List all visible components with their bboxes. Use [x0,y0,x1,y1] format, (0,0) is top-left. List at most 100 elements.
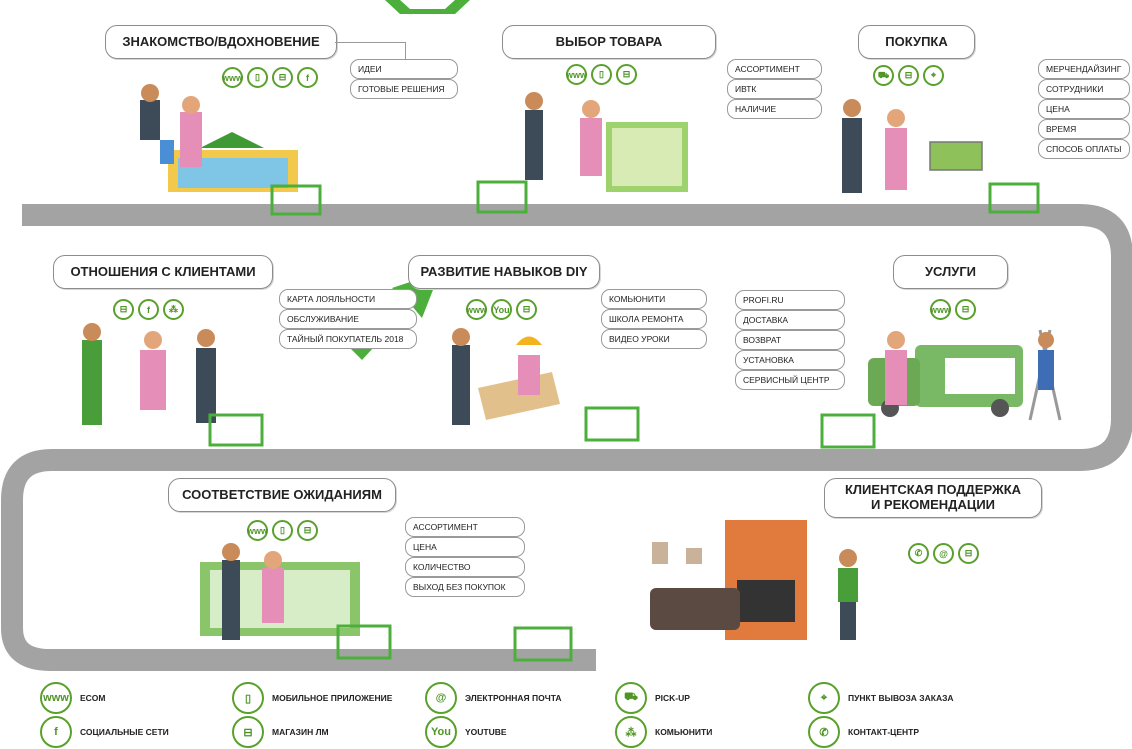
tag-service-center: СЕРВИСНЫЙ ЦЕНТР [735,370,845,390]
legend-label: КОМЬЮНИТИ [655,727,713,737]
legend-item-community: ⁂ КОМЬЮНИТИ [615,716,712,748]
legend-label: МАГАЗИН ЛМ [272,727,329,737]
www-icon: www [930,299,951,320]
stage-title-expectations: СООТВЕТСТВИЕ ОЖИДАНИЯМ [168,478,396,512]
community-icon: ⁂ [163,299,184,320]
www-icon: www [566,64,587,85]
stage2-channel-icons: www ▯ ⊟ [566,64,637,85]
facebook-icon: f [297,67,318,88]
shopping-illustration [842,99,983,193]
tag-assortment: АССОРТИМЕНТ [727,59,822,79]
legend-item-store: ⊟ МАГАЗИН ЛМ [232,716,329,748]
legend-label: МОБИЛЬНОЕ ПРИЛОЖЕНИЕ [272,693,393,703]
pin-icon: ⌖ [808,682,840,714]
tag-loyalty-card: КАРТА ЛОЯЛЬНОСТИ [279,289,417,309]
tag-community: КОМЬЮНИТИ [601,289,707,309]
community-icon: ⁂ [615,716,647,748]
cart-icon: ⊟ [958,543,979,564]
tag-installation: УСТАНОВКА [735,350,845,370]
support-title-line1: КЛИЕНТСКАЯ ПОДДЕРЖКА [844,482,1022,498]
tag-staff: СОТРУДНИКИ [1038,79,1130,99]
mobile-icon: ▯ [272,520,293,541]
cart-icon: ⊟ [616,64,637,85]
tag-merchandising: МЕРЧЕНДАЙЗИНГ [1038,59,1130,79]
legend-item-mobile-app: ▯ МОБИЛЬНОЕ ПРИЛОЖЕНИЕ [232,682,392,714]
cart-icon: ⊟ [113,299,134,320]
tag-mystery-shopper: ТАЙНЫЙ ПОКУПАТЕЛЬ 2018 [279,329,417,349]
legend-label: КОНТАКТ-ЦЕНТР [848,727,920,737]
legend-label: YOUTUBE [465,727,507,737]
legend-item-pickup-point: ⌖ ПУНКТ ВЫВОЗА ЗАКАЗА [808,682,954,714]
support-title-line2: И РЕКОМЕНДАЦИИ [870,497,996,512]
phone-icon: ✆ [908,543,929,564]
tag-ready-solutions: ГОТОВЫЕ РЕШЕНИЯ [350,79,458,99]
tag-assortment-2: АССОРТИМЕНТ [405,517,525,537]
ecom-screens-illustration [200,543,360,640]
www-icon: www [247,520,268,541]
truck-icon: ⛟ [615,682,647,714]
stage-title-diy-skills: РАЗВИТИЕ НАВЫКОВ DIY [408,255,600,289]
www-icon: www [40,682,72,714]
www-icon: www [222,67,243,88]
tag-quantity: КОЛИЧЕСТВО [405,557,525,577]
email-icon: @ [425,682,457,714]
shelves-illustration [525,92,688,192]
cart-icon: ⊟ [232,716,264,748]
facebook-icon: f [138,299,159,320]
cart-icon: ⊟ [272,67,293,88]
cart-icon: ⊟ [297,520,318,541]
road-carts [208,180,1040,662]
legend-label: PICK-UP [655,693,690,703]
stage8-channel-icons: ✆ @ ⊟ [908,543,979,564]
stage4-channel-icons: ⊟ f ⁂ [113,299,184,320]
tag-payment-method: СПОСОБ ОПЛАТЫ [1038,139,1130,159]
tag-time: ВРЕМЯ [1038,119,1130,139]
legend-item-youtube: You YOUTUBE [425,716,507,748]
tag-service: ОБСЛУЖИВАНИЕ [279,309,417,329]
tag-ivtk: ИВТК [727,79,822,99]
youtube-icon: You [491,299,512,320]
tag-ideas: ИДЕИ [350,59,458,79]
stage-title-services: УСЛУГИ [893,255,1008,289]
stage6-channel-icons: www ⊟ [930,299,976,320]
pin-icon: ⌖ [923,65,944,86]
legend-label: ECOM [80,693,106,703]
living-room-illustration [650,520,858,640]
stage-title-support: КЛИЕНТСКАЯ ПОДДЕРЖКА И РЕКОМЕНДАЦИИ [824,478,1042,518]
cart-icon: ⊟ [516,299,537,320]
loyalty-illustration [82,323,216,425]
tag-profi-ru: PROFI.RU [735,290,845,310]
youtube-icon: You [425,716,457,748]
tag-delivery: ДОСТАВКА [735,310,845,330]
mobile-icon: ▯ [591,64,612,85]
diy-illustration [452,328,560,425]
stage-title-purchase: ПОКУПКА [858,25,975,59]
phone-icon: ✆ [808,716,840,748]
store-illustration [140,84,298,192]
tag-price-2: ЦЕНА [405,537,525,557]
stage7-channel-icons: www ▯ ⊟ [247,520,318,541]
legend-label: ПУНКТ ВЫВОЗА ЗАКАЗА [848,693,954,703]
tag-price: ЦЕНА [1038,99,1130,119]
tag-availability: НАЛИЧИЕ [727,99,822,119]
legend-item-ecom: www ECOM [40,682,106,714]
stage-title-inspiration: ЗНАКОМСТВО/ВДОХНОВЕНИЕ [105,25,337,59]
mobile-icon: ▯ [232,682,264,714]
stage3-channel-icons: ⛟ ⊟ ⌖ [873,65,944,86]
tag-return: ВОЗВРАТ [735,330,845,350]
legend-item-pickup: ⛟ PICK-UP [615,682,690,714]
mobile-icon: ▯ [247,67,268,88]
cart-icon: ⊟ [898,65,919,86]
legend-label: ЭЛЕКТРОННАЯ ПОЧТА [465,693,562,703]
cart-icon: ⊟ [955,299,976,320]
tag-exit-without-purchase: ВЫХОД БЕЗ ПОКУПОК [405,577,525,597]
www-icon: www [466,299,487,320]
legend-item-social: f СОЦИАЛЬНЫЕ СЕТИ [40,716,169,748]
facebook-icon: f [40,716,72,748]
delivery-truck-illustration [868,329,1062,421]
stage5-channel-icons: www You ⊟ [466,299,537,320]
